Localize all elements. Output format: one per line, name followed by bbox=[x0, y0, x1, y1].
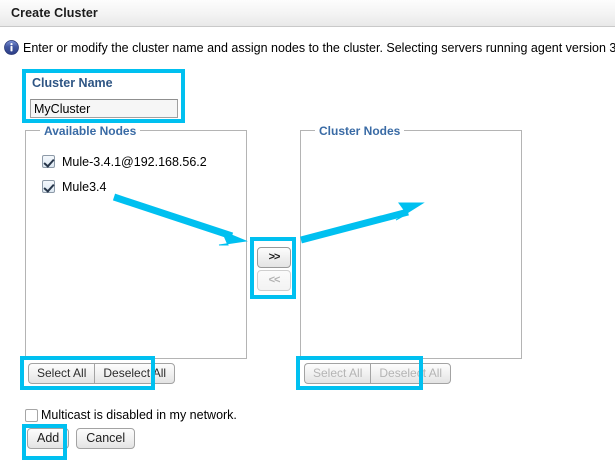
list-item[interactable]: Mule-3.4.1@192.168.56.2 bbox=[42, 153, 207, 170]
multicast-label: Multicast is disabled in my network. bbox=[41, 408, 237, 422]
dialog-titlebar: Create Cluster bbox=[0, 0, 615, 27]
available-nodes-panel: Available Nodes Mule-3.4.1@192.168.56.2 … bbox=[25, 124, 247, 359]
add-button[interactable]: Add bbox=[27, 428, 70, 449]
cluster-select-all-group: Select All Deselect All bbox=[304, 363, 452, 384]
multicast-row[interactable]: Multicast is disabled in my network. bbox=[25, 408, 237, 422]
node-label: Mule-3.4.1@192.168.56.2 bbox=[62, 154, 207, 169]
dialog-action-row: Add Cancel bbox=[27, 428, 136, 449]
page-title: Create Cluster bbox=[11, 6, 98, 20]
cancel-button[interactable]: Cancel bbox=[76, 428, 136, 449]
node-checkbox[interactable] bbox=[42, 155, 55, 168]
available-deselect-all-button[interactable]: Deselect All bbox=[94, 363, 176, 384]
available-select-all-button[interactable]: Select All bbox=[28, 363, 95, 384]
available-select-all-group: Select All Deselect All bbox=[28, 363, 176, 384]
multicast-checkbox[interactable] bbox=[25, 408, 38, 422]
cluster-name-label: Cluster Name bbox=[32, 76, 113, 90]
available-nodes-legend: Available Nodes bbox=[40, 124, 141, 138]
move-right-button[interactable]: >> bbox=[257, 247, 291, 268]
node-label: Mule3.4 bbox=[62, 179, 107, 194]
cluster-nodes-panel: Cluster Nodes bbox=[300, 124, 522, 359]
cluster-select-all-button[interactable]: Select All bbox=[304, 363, 371, 384]
node-checkbox[interactable] bbox=[42, 180, 55, 193]
transfer-button-group: >> << bbox=[255, 243, 293, 295]
move-left-button[interactable]: << bbox=[257, 270, 291, 291]
list-item[interactable]: Mule3.4 bbox=[42, 178, 106, 195]
cluster-deselect-all-button[interactable]: Deselect All bbox=[370, 363, 452, 384]
cluster-name-input[interactable] bbox=[30, 99, 178, 118]
cluster-nodes-legend: Cluster Nodes bbox=[315, 124, 405, 138]
info-banner-text: Enter or modify the cluster name and ass… bbox=[23, 41, 615, 55]
info-banner: Enter or modify the cluster name and ass… bbox=[0, 28, 615, 55]
info-circle-icon bbox=[4, 40, 19, 55]
